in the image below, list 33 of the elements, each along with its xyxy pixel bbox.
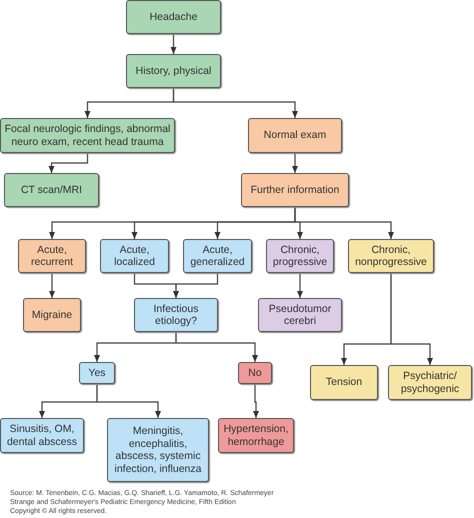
process-box: Sinusitis, OM, dental abscess: [0, 418, 84, 453]
arrow: [253, 384, 259, 418]
process-box: Migraine: [23, 298, 81, 332]
process-box: Focal neurologic findings, abnormal neuro exam, recent head trauma: [0, 118, 175, 153]
process-box: Chronic, nonprogressive: [348, 239, 434, 273]
process-box: Chronic, progressive: [266, 239, 334, 273]
arrow: [297, 273, 303, 298]
process-box: Acute, recurrent: [18, 239, 86, 273]
arrow: [173, 273, 218, 298]
process-box: History, physical: [126, 54, 221, 88]
process-box: CT scan/MRI: [4, 173, 99, 207]
process-box: Hypertension, hemorrhage: [218, 418, 294, 453]
arrow: [49, 273, 55, 298]
arrow: [96, 384, 161, 418]
arrow: [175, 332, 258, 362]
arrow: [292, 153, 298, 173]
process-box: Tension: [310, 365, 378, 400]
arrow: [48, 153, 88, 173]
process-box: Acute, generalized: [183, 239, 252, 273]
process-box: Infectious etiology?: [134, 298, 218, 332]
arrow: [172, 88, 298, 118]
arrow: [170, 34, 176, 54]
process-box: Further information: [241, 173, 349, 207]
arrow: [294, 207, 394, 239]
process-box: Psychiatric/ psychogenic: [388, 365, 472, 400]
process-box: Headache: [126, 0, 221, 34]
process-box: Meningitis, encephalitis, abscess, systemic infection, influenza: [107, 418, 209, 482]
process-box: Pseudotumor cerebri: [258, 298, 342, 332]
process-box: Yes: [79, 362, 115, 384]
process-box: Acute, localized: [100, 239, 169, 273]
process-box: No: [238, 362, 272, 384]
arrow: [390, 273, 433, 365]
process-box: Normal exam: [248, 118, 342, 153]
